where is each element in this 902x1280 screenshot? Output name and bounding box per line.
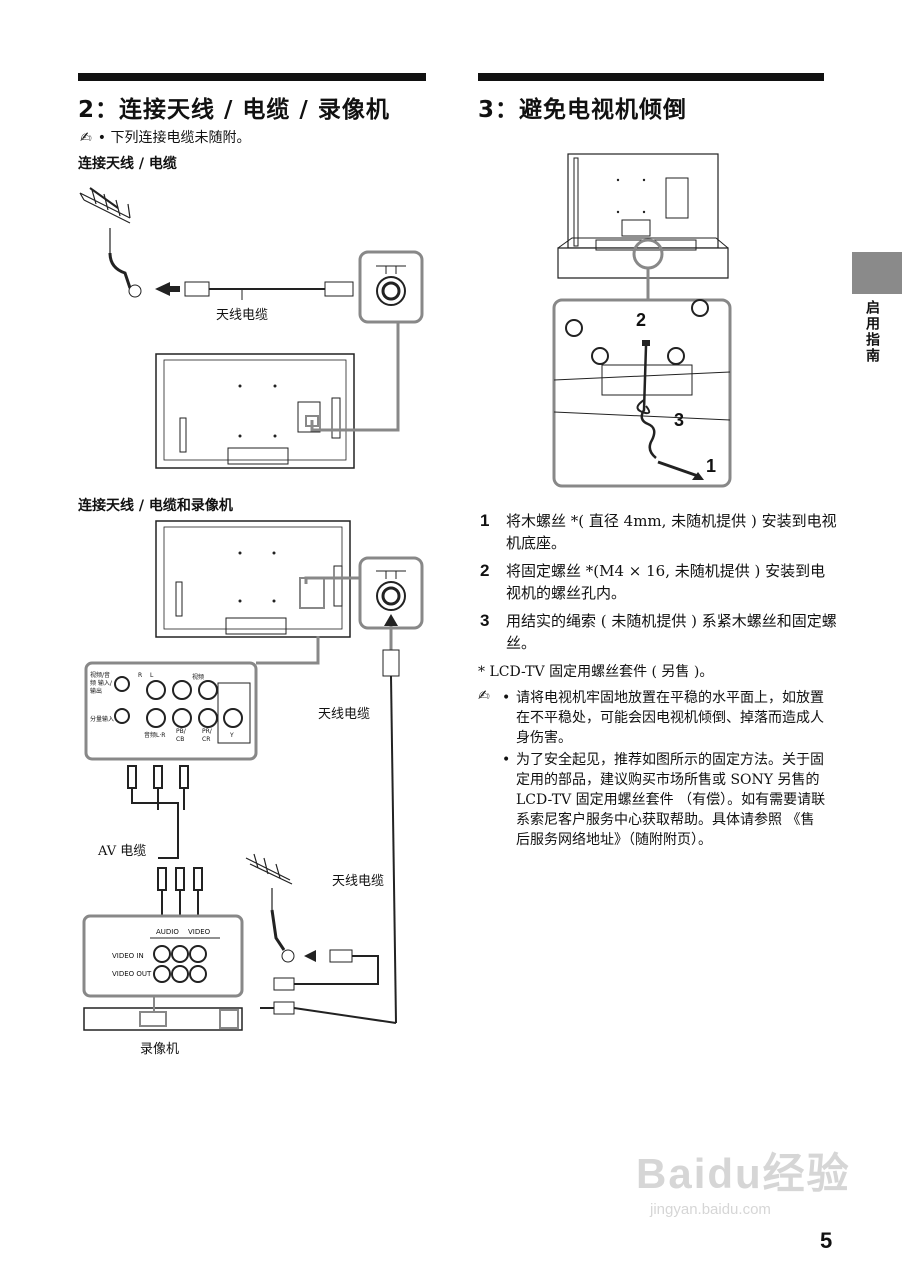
vcr-label-video-in: VIDEO IN: [112, 952, 144, 960]
panel-label-av: 视频/音频 输入/输出: [90, 672, 112, 695]
step-2: 2 将固定螺丝 *(M4 × 16, 未随机提供 ) 安装到电视机的螺丝孔内。: [480, 560, 840, 604]
step-1-text: 将木螺丝 *( 直径 4mm, 未随机提供 ) 安装到电视机底座。: [506, 512, 837, 552]
panel-label-video: 视频: [192, 674, 205, 681]
panel-label-l: L: [150, 672, 154, 679]
antenna-icon-2: [245, 853, 293, 910]
step-3-number: 3: [480, 611, 490, 630]
side-tab-marker: [852, 252, 902, 294]
panel-label-component: 分量输入: [90, 716, 115, 723]
vcr-label-audio: AUDIO: [156, 928, 179, 936]
antenna-icon: [79, 187, 131, 253]
panel-label-r: R: [138, 672, 143, 679]
antenna-cable-label-2a: 天线电缆: [318, 707, 371, 722]
sub-heading-antenna: 连接天线 / 电缆: [78, 156, 177, 172]
panel-label-audio-lr: 音频L·R: [144, 732, 166, 739]
vcr-label: 录像机: [140, 1042, 180, 1057]
callout-2: 2: [636, 310, 647, 330]
callout-1: 1: [706, 456, 717, 476]
right-title-rule: [478, 73, 824, 81]
panel-label-pb: PB/ CB: [176, 728, 186, 743]
pencil-note-icon: ✍: [80, 130, 92, 146]
left-section-title: 2：连接天线 / 电缆 / 录像机: [78, 97, 390, 123]
vcr-panel-labels: AUDIO VIDEO VIDEO IN VIDEO OUT: [112, 928, 242, 978]
pencil-note-icon-2: ✍: [478, 688, 490, 704]
panel-label-pr: PR/ CR: [202, 728, 212, 743]
antenna-connection-diagram: [79, 187, 424, 469]
step-1-number: 1: [480, 511, 490, 530]
watermark: Baidu经验 jingyan.baidu.com: [636, 1140, 851, 1218]
sub-heading-antenna-vcr: 连接天线 / 电缆和录像机: [78, 498, 233, 514]
callout-3: 3: [674, 410, 685, 430]
note-item-2: • 为了安全起见，推荐如图所示的固定方法。关于固定用的部品，建议购买市场所售或 …: [502, 752, 826, 848]
right-section-title: 3：避免电视机倾倒: [478, 97, 688, 123]
note-line: ✍• 下列连接电缆未随附。: [80, 130, 251, 146]
vcr-label-video-out: VIDEO OUT: [112, 970, 152, 978]
antenna-cable-label-2b: 天线电缆: [332, 874, 385, 889]
watermark-brand: Baidu经验: [636, 1150, 851, 1197]
antenna-vcr-connection-diagram: [82, 520, 424, 1031]
antenna-cable-label-1: 天线电缆: [216, 308, 269, 323]
step-3-text: 用结实的绳索 ( 未随机提供 ) 系紧木螺丝和固定螺丝。: [506, 612, 837, 652]
vcr-label-video: VIDEO: [188, 928, 211, 936]
panel-label-y: Y: [230, 732, 234, 739]
av-panel-labels: 视频/音频 输入/输出 视频 R L 分量输入 音频L·R PB/ CB PR/…: [90, 672, 250, 752]
page-number: 5: [820, 1228, 833, 1253]
tip-over-prevention-diagram: [552, 153, 732, 488]
side-tab-label: 启用指南: [864, 300, 880, 364]
watermark-url: jingyan.baidu.com: [650, 1201, 771, 1218]
step-2-number: 2: [480, 561, 490, 580]
note-item-1: • 请将电视机牢固地放置在平稳的水平面上，如放置在不平稳处，可能会因电视机倾倒、…: [502, 690, 824, 746]
step-3: 3 用结实的绳索 ( 未随机提供 ) 系紧木螺丝和固定螺丝。: [480, 610, 840, 654]
step-2-text: 将固定螺丝 *(M4 × 16, 未随机提供 ) 安装到电视机的螺丝孔内。: [506, 562, 826, 602]
step-1: 1 将木螺丝 *( 直径 4mm, 未随机提供 ) 安装到电视机底座。: [480, 510, 840, 554]
av-cable-label: AV 电缆: [98, 844, 147, 859]
footnote: * LCD-TV 固定用螺丝套件 ( 另售 )。: [478, 664, 714, 680]
left-title-rule: [78, 73, 426, 81]
